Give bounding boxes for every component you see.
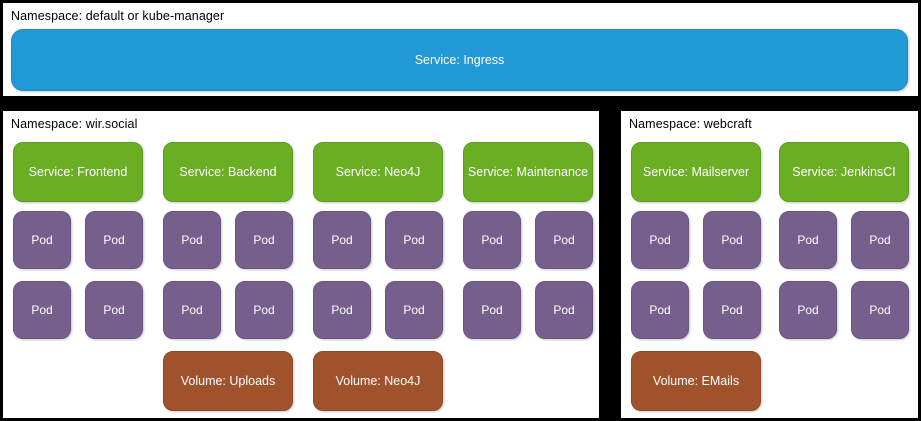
pod-maintenance-2[interactable]: Pod <box>535 211 593 269</box>
pod-maintenance-1[interactable]: Pod <box>463 211 521 269</box>
pod-mailserver-3[interactable]: Pod <box>631 281 689 339</box>
service-backend[interactable]: Service: Backend <box>163 142 293 202</box>
namespace-label-wir-social: Namespace: wir.social <box>11 117 138 131</box>
service-mailserver[interactable]: Service: Mailserver <box>631 142 761 202</box>
namespace-panel-default-kube-manager: Namespace: default or kube-manager Servi… <box>2 2 919 97</box>
pod-mailserver-1[interactable]: Pod <box>631 211 689 269</box>
pod-mailserver-4[interactable]: Pod <box>703 281 761 339</box>
pod-backend-3[interactable]: Pod <box>163 281 221 339</box>
pod-backend-1[interactable]: Pod <box>163 211 221 269</box>
pod-maintenance-3[interactable]: Pod <box>463 281 521 339</box>
service-frontend[interactable]: Service: Frontend <box>13 142 143 202</box>
pod-frontend-3[interactable]: Pod <box>13 281 71 339</box>
service-ingress[interactable]: Service: Ingress <box>11 29 908 91</box>
pod-jenkinsci-2[interactable]: Pod <box>851 211 909 269</box>
namespace-label-webcraft: Namespace: webcraft <box>629 117 752 131</box>
pod-neo4j-2[interactable]: Pod <box>385 211 443 269</box>
pod-backend-4[interactable]: Pod <box>235 281 293 339</box>
namespace-panel-wir-social: Namespace: wir.social Service: Frontend … <box>2 110 600 419</box>
volume-emails[interactable]: Volume: EMails <box>631 351 761 411</box>
pod-neo4j-3[interactable]: Pod <box>313 281 371 339</box>
pod-mailserver-2[interactable]: Pod <box>703 211 761 269</box>
volume-neo4j[interactable]: Volume: Neo4J <box>313 351 443 411</box>
pod-neo4j-4[interactable]: Pod <box>385 281 443 339</box>
pod-jenkinsci-3[interactable]: Pod <box>779 281 837 339</box>
pod-maintenance-4[interactable]: Pod <box>535 281 593 339</box>
service-neo4j[interactable]: Service: Neo4J <box>313 142 443 202</box>
namespace-label-default-kube-manager: Namespace: default or kube-manager <box>11 9 225 23</box>
pod-neo4j-1[interactable]: Pod <box>313 211 371 269</box>
pod-backend-2[interactable]: Pod <box>235 211 293 269</box>
namespace-panel-webcraft: Namespace: webcraft Service: Mailserver … <box>620 110 919 419</box>
pod-frontend-2[interactable]: Pod <box>85 211 143 269</box>
pod-frontend-4[interactable]: Pod <box>85 281 143 339</box>
service-jenkinsci[interactable]: Service: JenkinsCI <box>779 142 909 202</box>
pod-jenkinsci-1[interactable]: Pod <box>779 211 837 269</box>
pod-frontend-1[interactable]: Pod <box>13 211 71 269</box>
pod-jenkinsci-4[interactable]: Pod <box>851 281 909 339</box>
volume-uploads[interactable]: Volume: Uploads <box>163 351 293 411</box>
service-maintenance[interactable]: Service: Maintenance <box>463 142 593 202</box>
